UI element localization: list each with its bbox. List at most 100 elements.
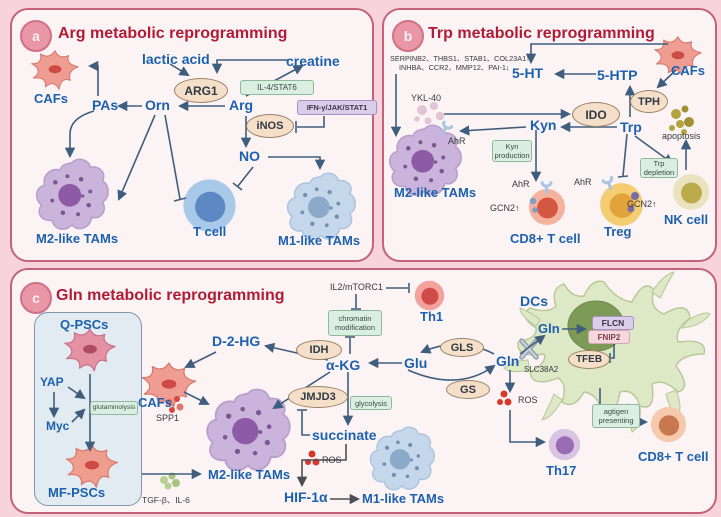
label-ykl40: YKL-40 <box>411 93 442 103</box>
node-hif1a: HIF-1α <box>284 489 328 505</box>
label-spp1: SPP1 <box>156 413 180 423</box>
panel-c-title: Gln metabolic reprogramming <box>56 287 285 304</box>
m1-tams-cell <box>287 173 356 240</box>
enzyme-jmjd3: JMJD3 <box>288 386 348 408</box>
gene-list-up: SERPINB2、THBS1、STAB1、COL23A1↑ <box>390 54 530 63</box>
enzyme-tfeb: TFEB <box>568 350 610 369</box>
cd8-gcn2-dots <box>529 197 538 213</box>
label-cd8-t-cell: CD8+ T cell <box>638 449 709 464</box>
node-gln-dc: Gln <box>538 321 560 336</box>
label-m1-tams: M1-like TAMs <box>278 233 361 248</box>
panel-c-badge: c <box>20 282 52 314</box>
label-m2-tams: M2-like TAMs <box>394 185 477 200</box>
label-tgfb-il6: TGF-β、IL-6 <box>142 495 190 505</box>
enzyme-gs: GS <box>446 380 490 399</box>
label-t-cell: T cell <box>193 224 227 239</box>
label-cd8-t-cell: CD8+ T cell <box>510 231 581 246</box>
label-th1: Th1 <box>420 309 444 324</box>
label-ahr-treg: AhR <box>574 177 592 187</box>
m2-tams-cell <box>36 159 109 230</box>
panel-c-canvas <box>48 271 711 505</box>
label-m2-tams: M2-like TAMs <box>208 467 291 482</box>
node-5ht: 5-HT <box>512 65 544 81</box>
pathway-box-chromatin-modification: chromatin modification <box>328 310 382 336</box>
label-cafs: CAFs <box>671 63 705 78</box>
label-slc38a2: SLC38A2 <box>524 365 559 374</box>
node-akg: α-KG <box>326 357 361 373</box>
pathway-box-antigen-presenting: agtigen presenting <box>592 404 640 428</box>
ros-dots-succinate <box>305 450 320 466</box>
label-th17: Th17 <box>546 463 577 478</box>
cafs-cell <box>31 50 79 90</box>
node-lactic-acid: lactic acid <box>142 51 210 67</box>
node-creatine: creatine <box>286 53 340 69</box>
node-5htp: 5-HTP <box>597 67 638 83</box>
label-q-pscs: Q-PSCs <box>60 317 109 332</box>
tgfb-il6-dots <box>160 472 180 490</box>
label-cafs: CAFs <box>138 395 172 410</box>
nk-cell <box>672 173 710 211</box>
th17-cell <box>548 428 581 461</box>
ros-dots-gln <box>497 390 512 406</box>
label-mf-pscs: MF-PSCs <box>48 485 106 500</box>
enzyme-idh: IDH <box>296 340 342 360</box>
cd8-t-cell <box>650 406 687 443</box>
panel-a-canvas <box>31 50 356 240</box>
node-arg: Arg <box>229 97 254 113</box>
node-orn: Orn <box>145 97 170 113</box>
panel-a-title: Arg metabolic reprogramming <box>58 25 288 42</box>
ykl40-dots <box>414 102 445 125</box>
gene-list-down: INHBA、CCR2、MMP12、PAI-1↓ <box>399 63 510 72</box>
pathway-box-glutaminolysis: glutaminolysis <box>90 401 138 415</box>
label-ahr-m2: AhR <box>448 136 466 146</box>
node-d2hg: D-2-HG <box>212 333 261 349</box>
label-cafs: CAFs <box>34 91 68 106</box>
pathway-box-il4-stat6: IL-4/STAT6 <box>240 80 314 95</box>
label-ros-succinate: ROS <box>322 455 342 465</box>
node-yap: YAP <box>40 375 64 389</box>
pathway-box-glycolysis: glycolysis <box>350 396 392 410</box>
pathway-box-trp-depletion: Trp depletion <box>640 158 678 178</box>
pathway-box-kyn-production: Kyn production <box>492 140 532 162</box>
treg-dots <box>627 192 639 213</box>
panel-a-badge: a <box>20 20 52 52</box>
cd8-t-cell <box>528 188 566 226</box>
label-m2-tams: M2-like TAMs <box>36 231 119 246</box>
node-gln: Gln <box>496 353 520 369</box>
panel-arg: a Arg metabolic reprogramming lactic aci… <box>10 8 377 262</box>
label-il2-mtorc1: IL2/mTORC1 <box>330 282 383 292</box>
label-m1-tams: M1-like TAMs <box>362 491 445 506</box>
label-gcn2-cd8: GCN2↑ <box>490 203 520 213</box>
node-myc: Myc <box>46 419 70 433</box>
enzyme-arg1: ARG1 <box>174 78 228 103</box>
node-no: NO <box>239 148 260 164</box>
node-pas: PAs <box>92 97 119 113</box>
pathway-box-ifn-jak-stat1: IFN-γ/JAK/STAT1 <box>297 100 377 115</box>
panel-b-badge: b <box>392 20 424 52</box>
panel-trp: b Trp metabolic reprogramming SERPINB2、T… <box>382 8 717 262</box>
enzyme-ido: IDO <box>572 102 620 127</box>
enzyme-inos: iNOS <box>246 114 294 138</box>
panel-b-title: Trp metabolic reprogramming <box>428 25 655 42</box>
label-nk-cell: NK cell <box>664 212 709 227</box>
label-ahr-cd8: AhR <box>512 179 530 189</box>
gene-box-fnip2: FNIP2 <box>588 330 630 344</box>
label-dcs: DCs <box>520 293 549 309</box>
panel-b-canvas <box>389 36 710 226</box>
apoptosis-dots <box>669 105 694 135</box>
arrows-layer-dark <box>296 444 361 505</box>
node-trp: Trp <box>620 119 642 135</box>
enzyme-gls: GLS <box>440 338 484 357</box>
label-apoptosis: apoptosis <box>662 131 701 141</box>
mf-psc-cell <box>66 444 118 488</box>
th1-cell <box>414 280 445 311</box>
q-psc-cell <box>64 329 116 371</box>
enzyme-tph: TPH <box>630 90 668 113</box>
label-treg: Treg <box>604 224 632 239</box>
m2-tams-cell <box>207 389 290 471</box>
node-glu: Glu <box>404 355 428 371</box>
gene-box-flcn: FLCN <box>592 316 634 330</box>
label-ros-gln: ROS <box>518 395 538 405</box>
dc-cell <box>503 271 711 433</box>
